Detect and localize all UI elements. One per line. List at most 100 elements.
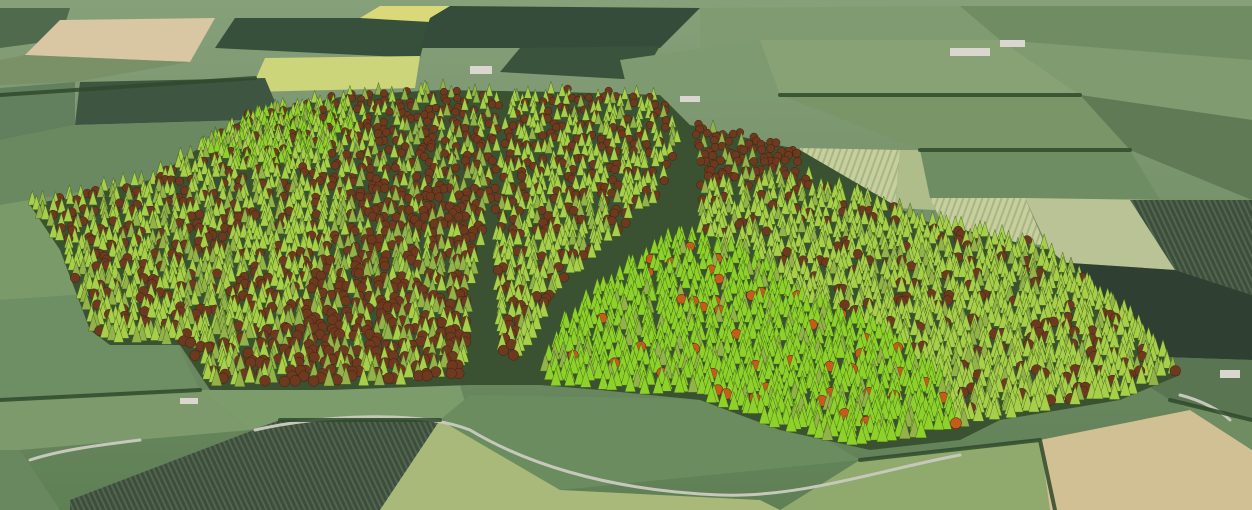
tree [620, 86, 629, 100]
field [1025, 198, 1175, 270]
tree [560, 103, 569, 118]
field [920, 150, 1160, 200]
hedgerow [1168, 398, 1252, 422]
tree [452, 86, 461, 95]
tree [792, 148, 802, 158]
tree [356, 282, 367, 293]
tree [980, 220, 990, 237]
tree [385, 107, 394, 116]
tree [317, 139, 326, 154]
tree [230, 164, 240, 180]
tree [453, 94, 462, 103]
tree [584, 93, 593, 102]
tree [608, 175, 618, 185]
tree [760, 157, 769, 166]
tree [592, 167, 602, 183]
tree [307, 375, 320, 387]
tree [724, 137, 734, 146]
field [1130, 200, 1252, 295]
tree [708, 151, 717, 160]
tree [634, 193, 644, 210]
tree [361, 126, 370, 141]
tree [391, 163, 400, 173]
tree [554, 160, 564, 176]
tree [703, 207, 714, 224]
tree [532, 207, 542, 224]
building [1220, 370, 1240, 378]
tree [491, 164, 501, 174]
tree [162, 178, 172, 194]
tree [944, 219, 954, 236]
field [960, 6, 1252, 60]
field [780, 95, 1130, 150]
tree [544, 139, 554, 154]
tree [579, 190, 589, 206]
tree [577, 132, 586, 147]
tree [771, 226, 782, 243]
field [215, 18, 430, 58]
tree [703, 129, 712, 138]
field [1040, 410, 1252, 510]
tree [739, 145, 749, 155]
tree [523, 85, 532, 99]
tree [513, 228, 523, 245]
tree [706, 175, 716, 191]
tree [195, 153, 205, 168]
tree [716, 156, 725, 165]
tree [399, 170, 409, 186]
tree [594, 110, 603, 125]
tree [562, 90, 571, 105]
tree [760, 171, 770, 187]
tree [609, 145, 619, 161]
tree [306, 283, 317, 294]
right-fields [800, 148, 1252, 420]
field [0, 390, 250, 450]
tree [504, 179, 514, 196]
tree [813, 210, 823, 227]
tree [528, 125, 537, 140]
tree [749, 157, 759, 166]
tree [226, 209, 236, 226]
tree [692, 130, 701, 139]
field [760, 40, 1080, 95]
tree [718, 172, 728, 188]
tree [859, 208, 870, 225]
tree [741, 192, 752, 209]
tree [668, 151, 677, 161]
tree [337, 162, 346, 178]
tree [382, 128, 391, 137]
tree [257, 164, 267, 179]
road [253, 415, 962, 497]
tree [612, 129, 622, 144]
tree [426, 111, 436, 120]
field [75, 78, 275, 125]
tree [641, 185, 651, 195]
tree [631, 179, 641, 196]
tree [130, 170, 140, 186]
tree [780, 155, 790, 165]
tree [421, 89, 430, 104]
tree [589, 176, 599, 192]
tree [240, 206, 250, 223]
tree [648, 188, 658, 204]
tree [423, 117, 432, 126]
tree [389, 143, 399, 158]
forest-stand [27, 78, 1181, 446]
tree [571, 174, 581, 190]
tree [748, 165, 757, 181]
tree [829, 206, 840, 223]
tree [372, 152, 382, 167]
tree [768, 183, 778, 199]
tree [672, 128, 682, 143]
tree [714, 221, 725, 238]
tree [596, 159, 606, 174]
tree [771, 138, 781, 147]
tree [434, 192, 444, 202]
tree [597, 119, 606, 134]
tree [902, 221, 912, 238]
tree [316, 214, 327, 230]
tree [302, 176, 312, 192]
tree [232, 196, 243, 212]
tree [131, 210, 142, 227]
tree [374, 81, 383, 96]
